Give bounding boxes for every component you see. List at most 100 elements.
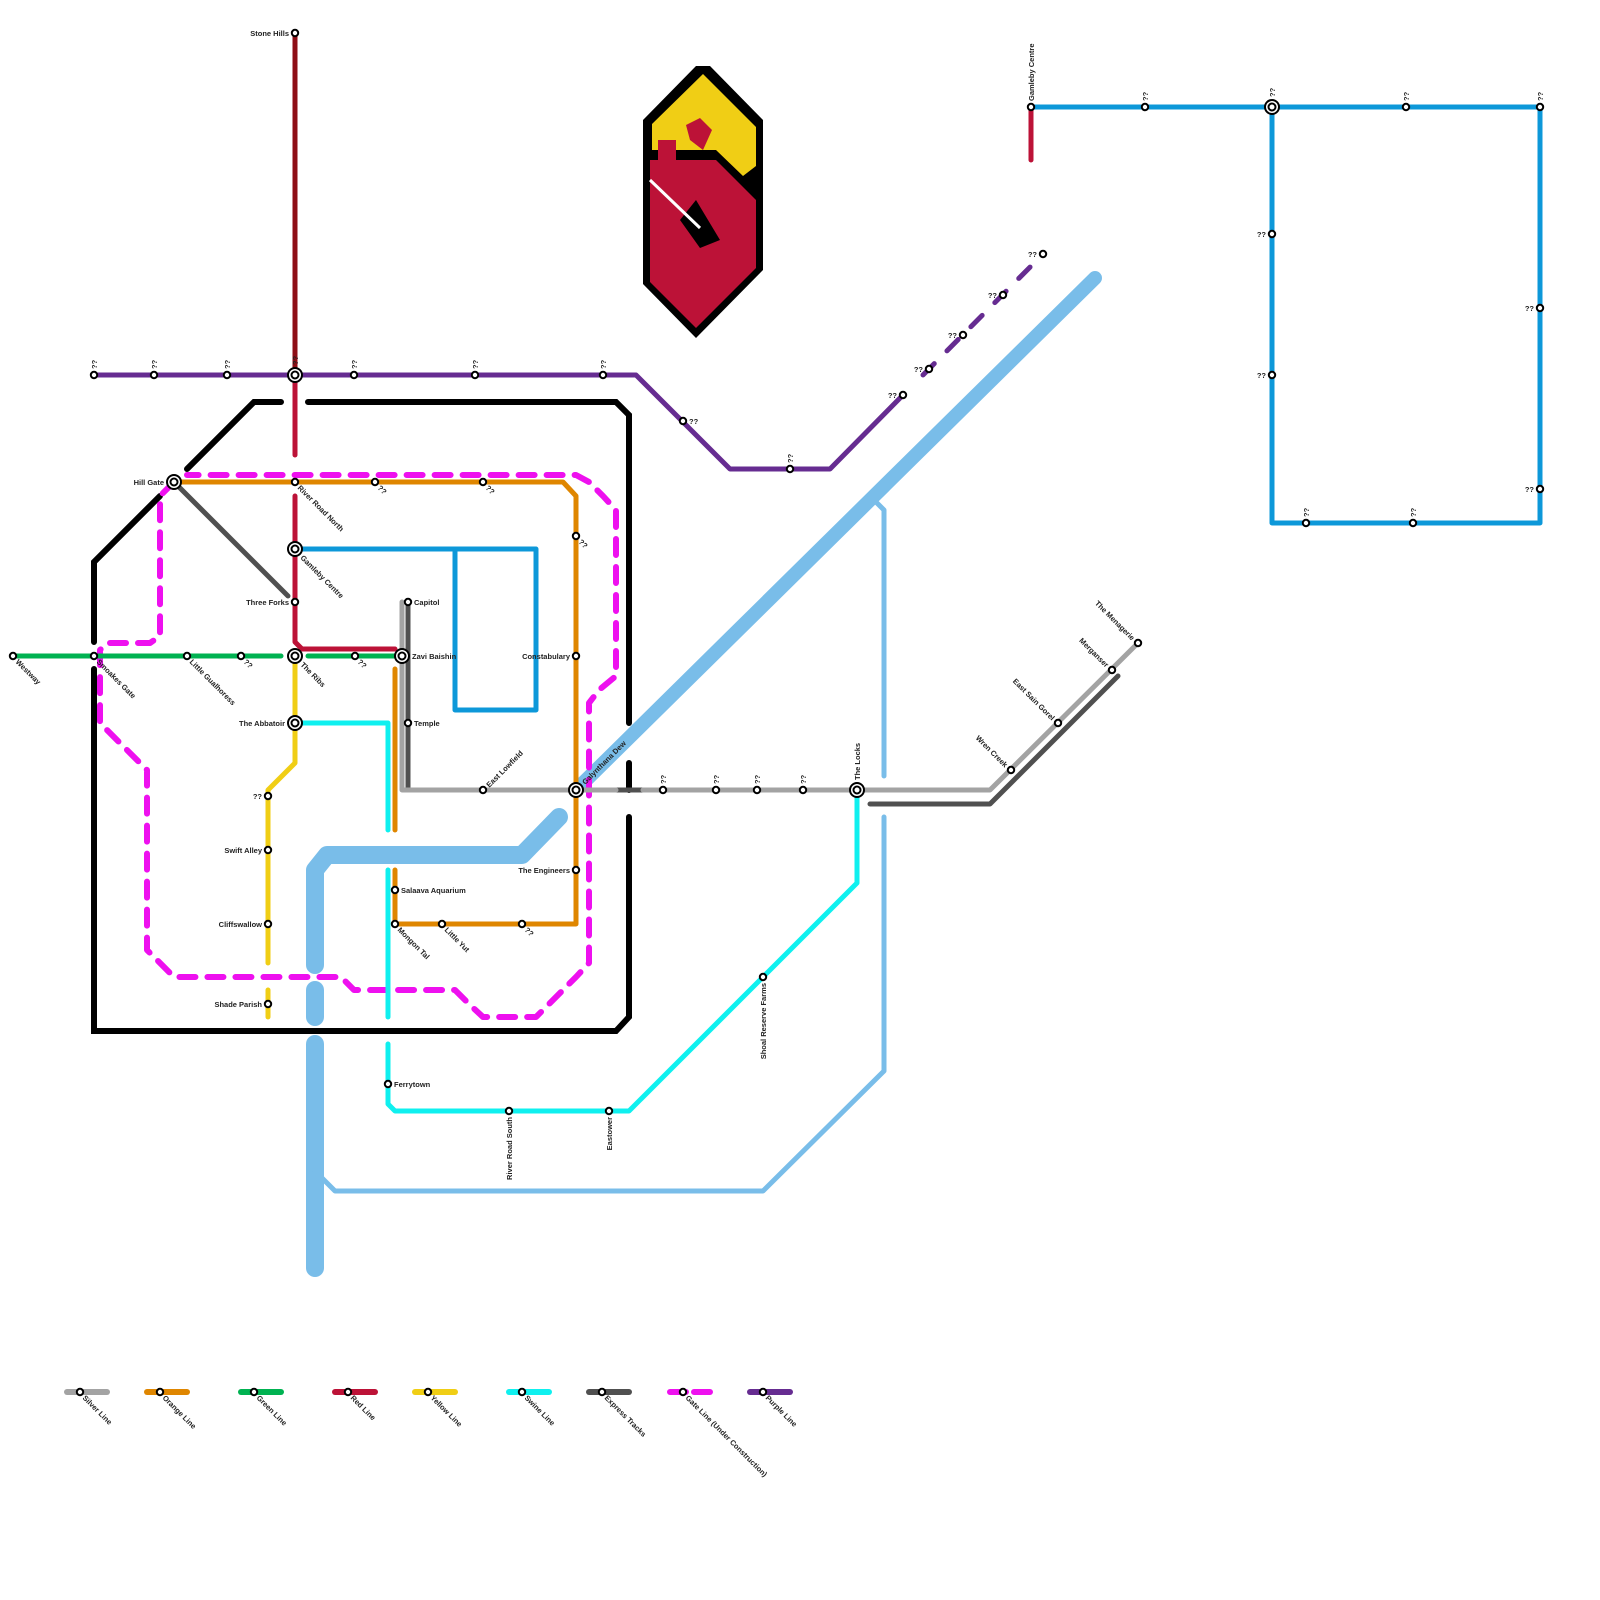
station[interactable]: Merganser xyxy=(1077,636,1117,675)
station-marker xyxy=(604,1106,614,1116)
station[interactable]: ?? xyxy=(1301,507,1311,528)
legend-item: Swine Line xyxy=(506,1387,557,1427)
station-marker xyxy=(89,370,99,380)
station[interactable]: ?? xyxy=(1028,249,1048,259)
station[interactable]: Shade Parish xyxy=(214,999,273,1009)
station[interactable]: ?? xyxy=(571,531,590,551)
station[interactable]: Hill Gate xyxy=(134,474,182,490)
red-lines xyxy=(292,30,1034,652)
station[interactable]: ?? xyxy=(658,774,668,795)
station[interactable]: ?? xyxy=(287,355,303,383)
station-marker xyxy=(222,370,232,380)
legend-station-marker xyxy=(678,1387,688,1397)
station-marker xyxy=(798,785,808,795)
station[interactable]: ?? xyxy=(914,364,934,374)
station[interactable]: ?? xyxy=(349,359,359,380)
station[interactable]: The Abbatoir xyxy=(239,715,303,731)
station[interactable]: Little Gualhoress xyxy=(182,651,238,707)
station-marker xyxy=(1133,638,1143,648)
station-marker xyxy=(1053,718,1063,728)
station-marker xyxy=(149,370,159,380)
river-main-channel xyxy=(569,271,1102,797)
station[interactable]: ?? xyxy=(888,390,908,400)
station-marker xyxy=(1026,102,1036,112)
station[interactable]: ?? xyxy=(1525,303,1545,313)
station-label: Swift Alley xyxy=(224,846,262,855)
station[interactable]: ?? xyxy=(1264,87,1280,115)
station[interactable]: East Sain Gorel xyxy=(1011,677,1063,728)
station[interactable]: Three Forks xyxy=(246,597,300,607)
interchange-marker-inner xyxy=(290,370,300,380)
station[interactable]: ?? xyxy=(988,290,1008,300)
station-marker xyxy=(1267,370,1277,380)
station[interactable]: River Road South xyxy=(504,1106,514,1180)
station[interactable]: Capitol xyxy=(403,597,440,607)
station[interactable]: ?? xyxy=(470,359,480,380)
station[interactable]: ?? xyxy=(253,791,273,801)
station[interactable]: Shoal Reserve Farms xyxy=(758,972,768,1059)
station[interactable]: Salaava Aquarium xyxy=(390,885,466,895)
station[interactable]: ?? xyxy=(752,774,762,795)
station[interactable]: ?? xyxy=(785,453,795,474)
legend-station-marker xyxy=(155,1387,165,1397)
station[interactable]: Wren Creek xyxy=(974,734,1016,775)
station-label: Little Gualhoress xyxy=(188,657,238,707)
station[interactable]: ?? xyxy=(1401,91,1411,112)
station[interactable]: Eastower xyxy=(604,1106,614,1151)
station[interactable]: River Road North xyxy=(290,477,346,534)
station[interactable]: ?? xyxy=(1535,91,1545,112)
swine-line-route xyxy=(385,787,860,1114)
wall-segment xyxy=(91,493,163,645)
silver-line-route xyxy=(399,599,619,793)
station[interactable]: Stone Hills xyxy=(250,28,300,38)
legend-label: Swine Line xyxy=(523,1393,557,1427)
station-label: Eastower xyxy=(605,1117,614,1150)
station[interactable]: The Menagerie xyxy=(1093,599,1143,648)
station[interactable]: ?? xyxy=(1257,229,1277,239)
station[interactable]: Cliffswallow xyxy=(219,919,273,929)
station[interactable]: ?? xyxy=(678,416,699,426)
station-label: Mongon Tal xyxy=(396,925,432,961)
station-label: Gamleby Centre xyxy=(1027,43,1036,101)
station[interactable]: East Lowfield xyxy=(478,748,525,795)
station[interactable]: The Engineers xyxy=(518,865,581,875)
station[interactable]: Mongon Tal xyxy=(390,919,432,961)
station[interactable]: ?? xyxy=(89,359,99,380)
station[interactable]: Ferrytown xyxy=(383,1079,431,1089)
station[interactable]: ?? xyxy=(948,330,968,340)
station[interactable]: Zavi Baishin xyxy=(394,648,457,664)
station[interactable]: ?? xyxy=(1525,484,1545,494)
station-label: Little Yut xyxy=(443,925,472,954)
purple-line-extension xyxy=(920,251,1046,378)
legend-station-marker xyxy=(597,1387,607,1397)
station[interactable]: The Locks xyxy=(849,743,865,798)
station[interactable]: Constabulary xyxy=(522,651,581,661)
station[interactable]: ?? xyxy=(598,359,608,380)
river-west-channel xyxy=(306,808,568,974)
station[interactable]: ?? xyxy=(798,774,808,795)
station-label: Westway xyxy=(14,657,44,687)
station[interactable]: ?? xyxy=(222,359,232,380)
station[interactable]: Temple xyxy=(403,718,440,728)
station[interactable]: Swift Alley xyxy=(224,845,273,855)
station-marker xyxy=(437,919,447,929)
station[interactable]: ?? xyxy=(711,774,721,795)
station-label: ?? xyxy=(1028,250,1038,259)
station-label: ?? xyxy=(90,359,99,369)
station-label: River Road South xyxy=(505,1117,514,1180)
station-marker xyxy=(290,597,300,607)
station[interactable]: ?? xyxy=(1140,91,1150,112)
station-label: The Ribs xyxy=(299,660,328,689)
station[interactable]: Gamleby Centre xyxy=(1026,43,1036,112)
station-label: ?? xyxy=(376,483,389,496)
station-label: ?? xyxy=(223,359,232,369)
station-label: Constabulary xyxy=(522,652,571,661)
station-marker xyxy=(370,477,380,487)
station[interactable]: ?? xyxy=(1408,507,1418,528)
station[interactable]: ?? xyxy=(1257,370,1277,380)
station-marker xyxy=(711,785,721,795)
station-label: ?? xyxy=(484,483,497,496)
station[interactable]: ?? xyxy=(149,359,159,380)
station-label: The Menagerie xyxy=(1093,599,1136,642)
